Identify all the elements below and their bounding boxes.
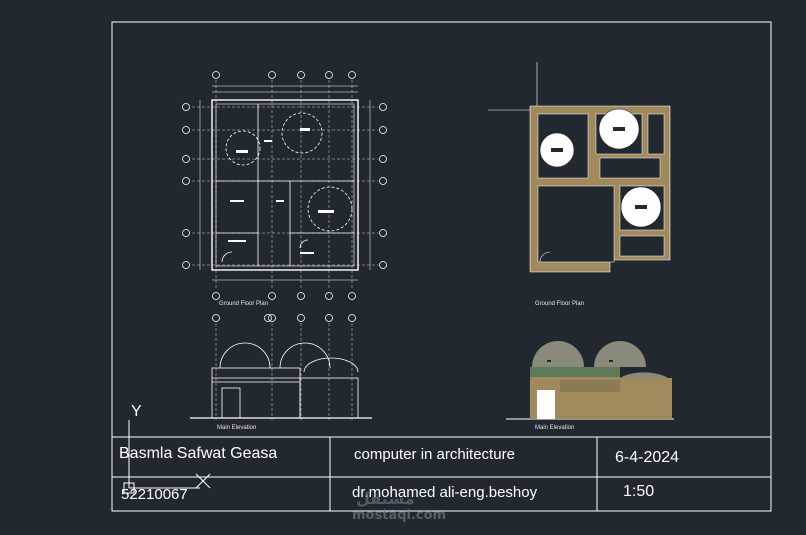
plan-left-label: Ground Floor Plan [219,301,269,307]
plan-left-grid [192,80,378,290]
watermark-domain: mostaql.com [352,508,447,523]
plan-right-label: Ground Floor Plan [535,301,585,307]
ucs-icon [123,420,211,494]
plan-left[interactable] [182,71,387,300]
plan-left-axis-bubbles [182,71,387,300]
title-block-grid [112,436,771,511]
student-id: 52210067 [121,486,188,503]
elevation-left[interactable] [190,314,372,421]
drawing-scale: 1:50 [623,483,655,500]
course-name: computer in architecture [354,446,515,463]
drawing-date: 6-4-2024 [615,449,680,466]
elevation-right[interactable] [506,341,674,420]
elevation-right-label: Main Elevation [535,425,575,431]
student-name: Basmla Safwat Geasa [119,445,278,462]
elevation-left-label: Main Elevation [217,425,257,431]
ucs-y-label: Y [131,403,142,420]
plan-right[interactable] [488,62,671,273]
plan-left-dimensions [199,85,371,281]
sheet-border [111,21,772,512]
watermark-logo-text: مستقل [356,489,415,508]
instructors: dr.mohamed ali-eng.beshoy [352,484,538,501]
